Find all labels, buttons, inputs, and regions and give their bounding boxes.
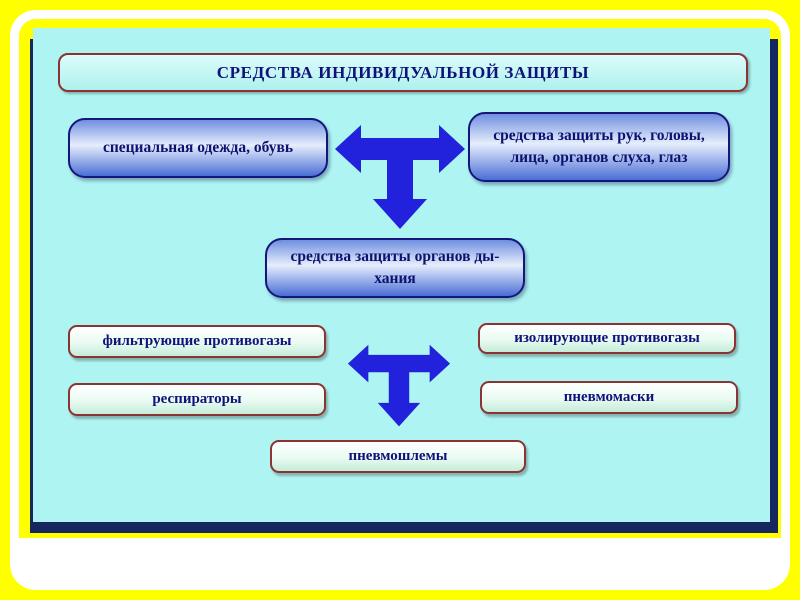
down-arrow-icon [373,159,427,229]
box-filtering-gas-masks: фильтрующие противогазы [68,325,326,358]
bottom-white-band [16,538,784,587]
down-arrow-icon [377,371,421,427]
box-pneumo-masks: пневмомаски [480,381,738,414]
title-box: СРЕДСТВА ИНДИВИДУАЛЬНОЙ ЗАЩИТЫ [58,53,748,92]
page-title: СРЕДСТВА ИНДИВИДУАЛЬНОЙ ЗАЩИТЫ [216,62,590,82]
box-isolating-gas-masks: изолирующие противогазы [478,323,736,354]
box-respiratory-protection: средства защиты органов ды- хания [265,238,525,298]
horizontal-double-arrow-icon [347,344,451,383]
content-panel: СРЕДСТВА ИНДИВИДУАЛЬНОЙ ЗАЩИТЫ специальн… [33,28,770,522]
box-pneumo-helmets: пневмошлемы [270,440,526,473]
horizontal-double-arrow-icon [335,125,465,173]
box-protection-head-hands: средства защиты рук, головы, лица, орган… [468,112,730,182]
three-way-arrow-bottom [347,344,451,427]
box-special-clothing: специальная одежда, обувь [68,118,328,178]
box-respirators: респираторы [68,383,326,416]
three-way-arrow-top [335,125,465,229]
